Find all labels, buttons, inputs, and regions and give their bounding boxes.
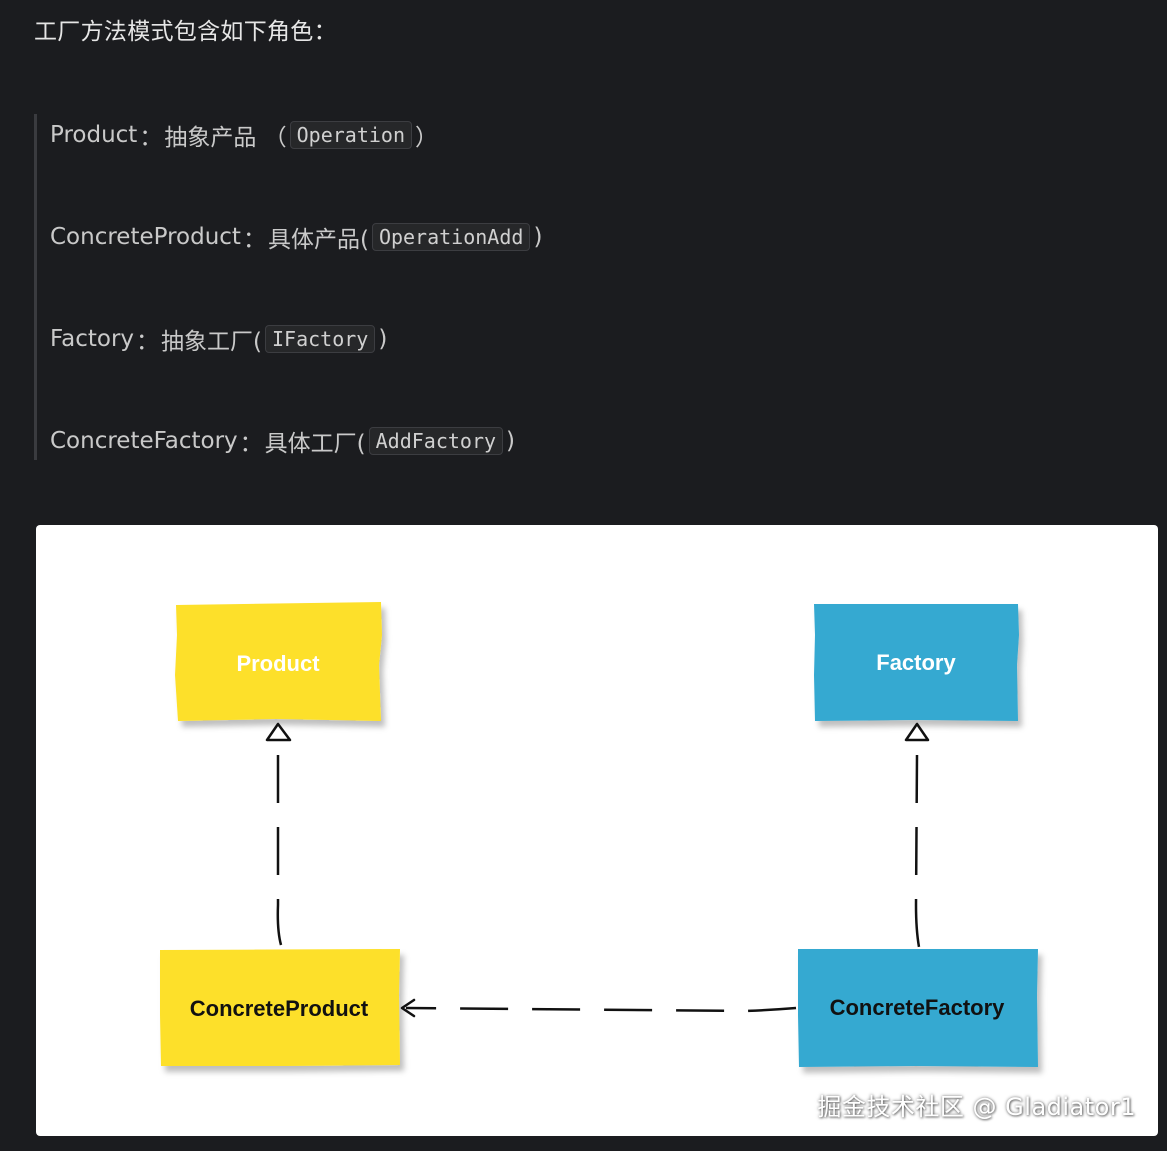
node-product: Product: [175, 602, 382, 721]
node-concrete-factory-box: [798, 949, 1038, 1067]
edge-realization-product: [265, 722, 292, 946]
node-factory: Factory: [814, 604, 1019, 721]
role-code: OperationAdd: [371, 223, 531, 251]
node-concrete-factory-label: ConcreteFactory: [830, 995, 1006, 1020]
role-concrete-product: ConcreteProduct：具体产品(OperationAdd): [50, 220, 542, 254]
node-factory-box: [814, 604, 1019, 721]
role-description: 具体工厂(: [264, 431, 366, 457]
role-product: Product：抽象产品 （Operation）: [50, 118, 438, 152]
role-close: ): [506, 428, 516, 454]
node-product-label: Product: [236, 651, 320, 676]
hollow-arrowhead-icon: [265, 722, 292, 742]
role-close: ): [378, 326, 388, 352]
roles-blockquote: Product：抽象产品 （Operation） ConcreteProduct…: [34, 114, 837, 460]
intro-text: 工厂方法模式包含如下角色：: [34, 19, 337, 45]
role-name: ConcreteFactory: [50, 428, 238, 454]
role-code: IFactory: [265, 325, 376, 353]
node-concrete-factory: ConcreteFactory: [798, 949, 1038, 1067]
role-description: 抽象产品 （: [164, 125, 287, 151]
node-factory-label: Factory: [876, 650, 956, 675]
role-close: ）: [415, 125, 439, 151]
node-concrete-product-box: [160, 949, 400, 1066]
role-description: 抽象工厂(: [161, 329, 262, 355]
role-separator: ：: [136, 329, 160, 355]
edge-line: [276, 755, 283, 946]
diagram-canvas: Product Factory ConcreteProduct Concrete…: [160, 602, 1038, 1067]
node-concrete-product-label: ConcreteProduct: [190, 996, 369, 1021]
role-code: Operation: [289, 121, 413, 149]
role-name: Factory: [50, 326, 135, 352]
role-factory: Factory：抽象工厂(IFactory): [50, 322, 387, 356]
hollow-arrowhead-icon: [904, 722, 930, 742]
role-separator: ：: [242, 227, 266, 253]
role-concrete-factory: ConcreteFactory：具体工厂(AddFactory): [50, 424, 515, 458]
edge-realization-factory: [904, 722, 930, 948]
open-arrowhead-icon: [400, 998, 416, 1018]
role-name: Product: [50, 122, 138, 148]
node-product-box: [175, 602, 382, 721]
edge-line: [405, 1006, 797, 1013]
role-name: ConcreteProduct: [50, 224, 241, 250]
role-separator: ：: [139, 125, 163, 151]
role-separator: ：: [239, 431, 263, 457]
uml-diagram: Product Factory ConcreteProduct Concrete…: [36, 525, 1158, 1136]
role-code: AddFactory: [368, 427, 504, 455]
node-concrete-product: ConcreteProduct: [160, 949, 400, 1066]
edge-line: [914, 754, 921, 948]
edge-dependency: [400, 998, 797, 1018]
role-description: 具体产品(: [267, 227, 369, 253]
watermark: 掘金技术社区 @ Gladiator1: [817, 1093, 1136, 1121]
role-close: ): [533, 224, 543, 250]
